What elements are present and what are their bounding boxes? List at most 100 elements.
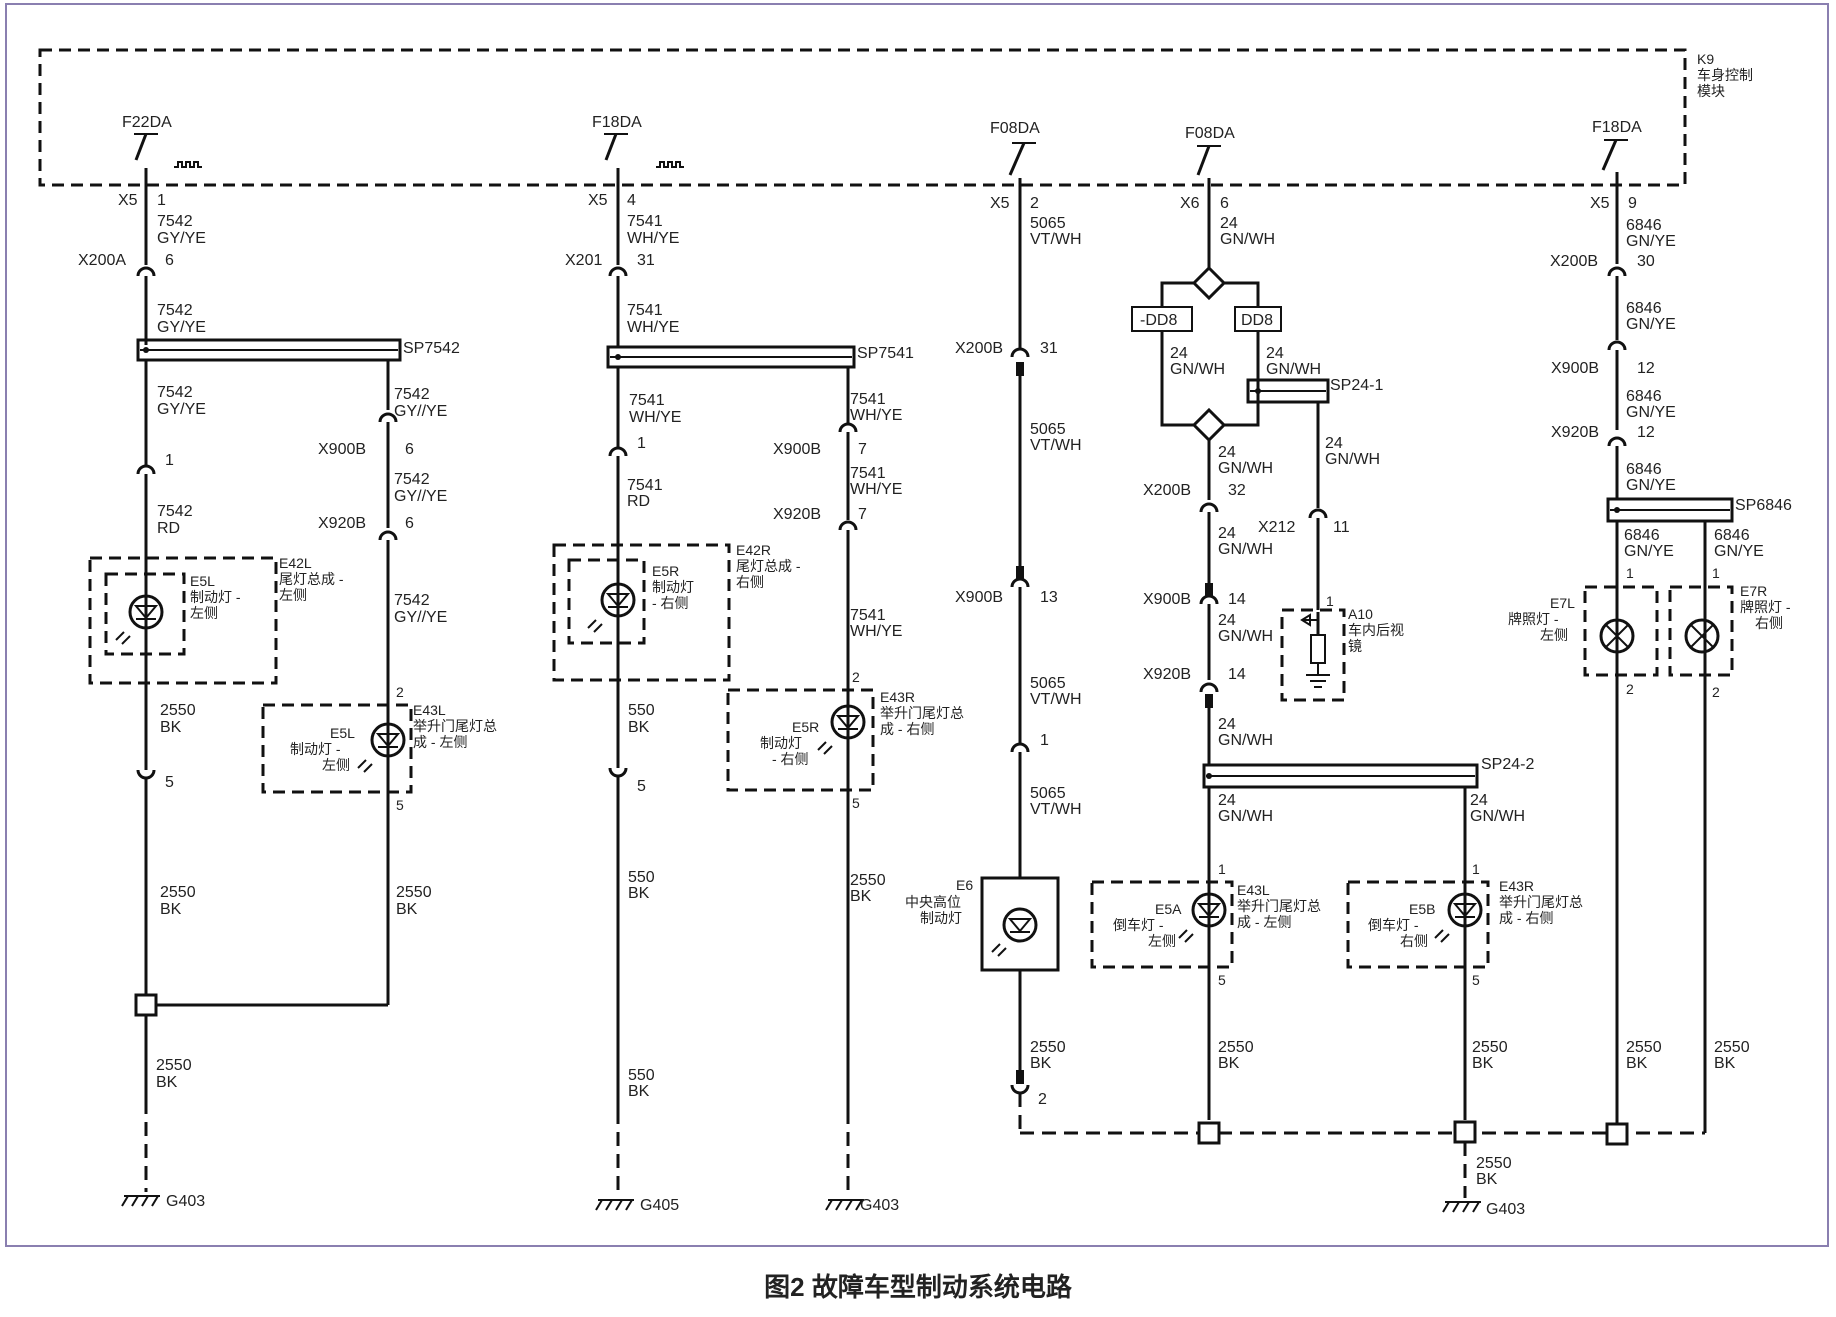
bulb-icon: [1599, 618, 1635, 654]
connector-pin: [1205, 583, 1213, 597]
switch-blade: [1196, 145, 1211, 176]
assembly-id: E43L: [413, 702, 446, 718]
switch-blade: [1601, 139, 1618, 171]
wire-color: BK: [160, 719, 182, 736]
wire-num: 24: [1266, 345, 1284, 362]
lamp-name: 制动灯 -: [290, 741, 341, 757]
wire-color: GN/WH: [1218, 808, 1273, 825]
wire-num: 6846: [1626, 300, 1662, 317]
connector-label: X920B: [1551, 424, 1599, 441]
pin-label: 1: [1040, 732, 1049, 749]
conn-top: X5: [588, 192, 608, 209]
pin-top: 1: [157, 192, 166, 209]
splice-label: SP7542: [403, 340, 460, 357]
assembly-name: 右侧: [736, 574, 764, 590]
wire-color: WH/YE: [629, 409, 681, 426]
lamp-id: E6: [956, 877, 973, 893]
wire-color: BK: [156, 1074, 178, 1091]
lamp-id: E7L: [1550, 595, 1575, 611]
wire-num: 7542: [394, 471, 430, 488]
wire-num: 2550: [396, 884, 432, 901]
assembly-box: [726, 688, 875, 792]
pin-label: 2: [852, 669, 860, 685]
wire-num: 7541: [850, 607, 886, 624]
wire-num: 7541: [850, 391, 886, 408]
connector-symbol: [1010, 742, 1030, 753]
lamp-name: 倒车灯 -: [1368, 917, 1419, 933]
splice-node: [1255, 388, 1261, 394]
wire-color: VT/WH: [1030, 801, 1082, 818]
pin-top: 4: [627, 192, 636, 209]
connector-label: X200B: [1143, 482, 1191, 499]
wire-num: 24: [1470, 792, 1488, 809]
lamp-name: 牌照灯 -: [1740, 599, 1791, 615]
assembly-id: E42R: [736, 542, 771, 558]
led-lamp-icon: [1002, 907, 1038, 943]
diode-icon: [605, 593, 631, 608]
pin-label: 1: [1712, 565, 1720, 581]
connector-symbol: [1199, 682, 1219, 693]
light-rays-icon: [817, 741, 833, 755]
pin-label: 5: [852, 795, 860, 811]
lamp-name: 左侧: [1540, 627, 1568, 643]
splice-label: SP24-2: [1481, 756, 1534, 773]
module-name-line1: 车身控制: [1697, 67, 1753, 83]
wire-num: 7541: [629, 392, 665, 409]
wire-color: VT/WH: [1030, 691, 1082, 708]
pwm-icon: [174, 161, 202, 168]
driver-label: F22DA: [122, 114, 172, 131]
assembly-id: E43R: [880, 689, 915, 705]
splice-bar: [1246, 378, 1330, 404]
pin-label: 2: [1626, 681, 1634, 697]
lamp-box: [104, 572, 186, 656]
connector-pin: [1016, 566, 1024, 580]
led-lamp-icon: [830, 704, 866, 740]
connector-symbol: [1308, 508, 1328, 519]
splice-bar: [606, 345, 856, 369]
pin-label: 7: [858, 506, 867, 523]
ground-icon: [595, 1199, 634, 1211]
pin-label: 1: [1218, 861, 1226, 877]
light-rays-icon: [1434, 929, 1450, 943]
lamp-name: 左侧: [190, 605, 218, 621]
connector-label: X900B: [1551, 360, 1599, 377]
pin-label: 1: [1626, 565, 1634, 581]
splice-node: [143, 347, 149, 353]
connector-symbol: [1199, 594, 1219, 605]
driver-label: F18DA: [1592, 119, 1642, 136]
assembly-id: E43R: [1499, 878, 1534, 894]
wire-color: BK: [1472, 1055, 1494, 1072]
light-rays-icon: [991, 943, 1007, 957]
connector-symbol: [838, 422, 858, 433]
light-rays-icon: [587, 619, 603, 633]
pin-label: 5: [1472, 972, 1480, 988]
wire-num: 7542: [157, 384, 193, 401]
connector-label: X201: [565, 252, 602, 269]
lamp-name: 右侧: [1400, 933, 1428, 949]
lamp-name: 右侧: [1755, 615, 1783, 631]
wire-num: 24: [1218, 716, 1236, 733]
pin-label: 5: [165, 774, 174, 791]
wire-color: BK: [850, 888, 872, 905]
wire-color: RD: [627, 493, 650, 510]
wire-num: 5065: [1030, 421, 1066, 438]
ground-icon: [121, 1195, 160, 1207]
wire-color: GN/WH: [1470, 808, 1525, 825]
connector-symbol: [136, 769, 156, 780]
wire-color: VT/WH: [1030, 437, 1082, 454]
pin-label: 2: [1712, 684, 1720, 700]
wire-num: 550: [628, 702, 655, 719]
switch-blade: [1008, 142, 1026, 176]
wire-color: WH/YE: [627, 319, 679, 336]
pin-top: 2: [1030, 195, 1039, 212]
figure-caption: 图2 故障车型制动系统电路: [764, 1272, 1073, 1302]
wire-num: 24: [1220, 215, 1238, 232]
wire-num: 7541: [627, 477, 663, 494]
splice-label: SP24-1: [1330, 377, 1383, 394]
wire-num: 6846: [1626, 388, 1662, 405]
circuit-col4: F08DA X6 6 24 GN/WH -DD8 DD8 24 GN/WH 24…: [1090, 125, 1583, 1218]
ground-icon: [1306, 663, 1330, 688]
wire-num: 7542: [394, 386, 430, 403]
